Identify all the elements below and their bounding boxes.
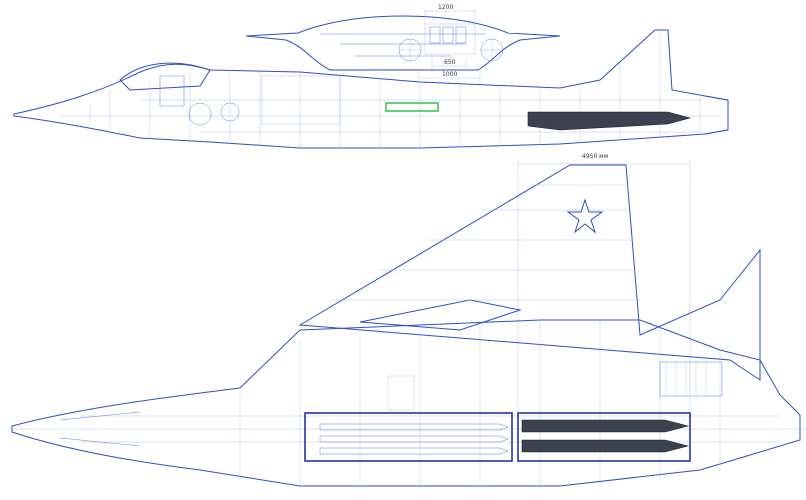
side-view [13,29,729,149]
dim-bay-bottom-width: 1000 [442,71,457,78]
dim-bay-length: 4950 мм [582,153,608,160]
fuselage-cross-section [245,10,561,82]
dim-bay-width-top: 1200 [438,4,453,11]
dim-bay-inner-width: 650 [444,59,456,66]
plan-view: 4950 мм [11,153,806,487]
